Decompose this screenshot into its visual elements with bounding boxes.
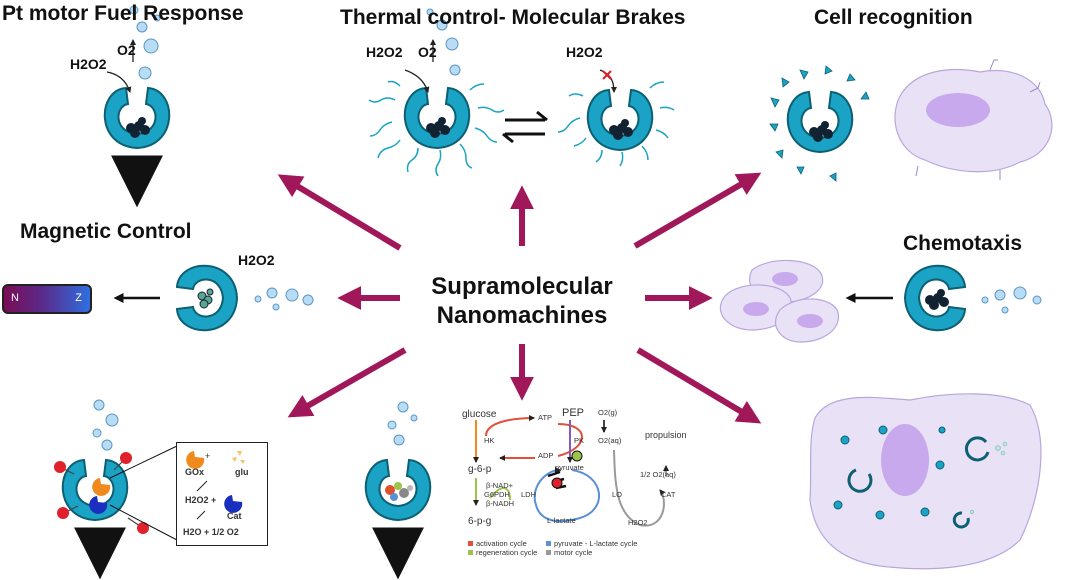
pathway-adp: ADP [538, 451, 554, 460]
cell-recognition-group [769, 59, 1053, 182]
o2-label: O2 [117, 42, 136, 58]
pathway-6pg: 6-p-g [468, 516, 492, 527]
magnetic-group [113, 264, 314, 332]
legend-regeneration: regeneration cycle [476, 548, 538, 557]
pathway-half-o2aq: 1/2 O2(aq) [640, 470, 676, 479]
pathway-pk: PK [574, 436, 585, 445]
inset-glu-label: glu [235, 467, 249, 477]
stomatocyte-motor-icon [786, 91, 854, 153]
pathway-cat: CAT [661, 490, 676, 499]
thermal-group [368, 8, 675, 177]
h2o2-label: H2O2 [70, 56, 107, 72]
magnet-icon: N Z [2, 284, 92, 314]
arrow-to-cell-recognition [633, 172, 762, 249]
magnet-north-label: N [11, 292, 19, 304]
oxygen-bubble-icon [92, 399, 119, 451]
enzyme-icon [89, 478, 111, 514]
cargo-motor-group [364, 401, 432, 580]
legend-pyruvate-lactate: pyruvate - L-lactate cycle [554, 539, 638, 548]
pathway-legend-swatches [468, 541, 551, 555]
pathway-atp: ATP [538, 413, 553, 422]
pathway-propulsion: propulsion [645, 430, 687, 440]
pathway-lo: LO [612, 490, 623, 499]
nucleus-icon [881, 424, 929, 496]
inset-graphics [186, 451, 245, 520]
o2-label: O2 [418, 44, 437, 60]
pathway-o2g: O2(g) [598, 408, 618, 417]
h2o2-label: H2O2 [366, 44, 403, 60]
h2o2-label: H2O2 [566, 44, 603, 60]
stomatocyte-motor-icon [403, 87, 471, 149]
magnet-south-label: Z [75, 292, 82, 304]
pt-motor-group [103, 5, 171, 208]
pathway-ldh: LDH [521, 490, 537, 499]
oxygen-bubble-icon [254, 287, 314, 311]
title-pt-motor: Pt motor Fuel Response [2, 2, 244, 25]
arrow-to-enzyme [287, 347, 407, 418]
oxygen-bubble-icon [981, 286, 1042, 314]
pathway-h2o2: H2O2 [628, 518, 648, 527]
enzyme-cascade-inset: + GOx glu H2O2 + Cat H2O + 1/2 O2 [176, 442, 268, 546]
internalized-motor-icon [833, 425, 946, 520]
pathway-beta-nad-plus: β-NAD+ [486, 481, 514, 490]
chemotaxis-group [719, 259, 1042, 343]
center-title-line2: Nanomachines [436, 302, 608, 329]
title-thermal-control: Thermal control- Molecular Brakes [340, 6, 686, 29]
inset-h2o2-label: H2O2 + [185, 495, 217, 505]
inset-cat-label: Cat [227, 511, 242, 521]
center-title-line1: Supramolecular [431, 273, 613, 300]
pathway-pep: PEP [562, 407, 585, 419]
title-chemotaxis: Chemotaxis [903, 232, 1023, 255]
pathway-hk: HK [484, 436, 495, 445]
blocked-icon [602, 70, 612, 80]
pathway-o2aq: O2(aq) [598, 436, 622, 445]
pathway-graphics [473, 415, 669, 527]
center-title: Supramolecular Nanomachines [392, 272, 652, 330]
inset-gox-label: GOx [185, 467, 205, 477]
inset-plus: + [205, 451, 211, 461]
enzyme-motor-group [54, 399, 178, 580]
platinum-cluster-icon [197, 288, 214, 309]
legend-activation: activation cycle [476, 539, 527, 548]
stomatocyte-motor-icon [103, 87, 171, 149]
arrow-to-pt-motor [277, 174, 402, 251]
enzyme-cargo-icon [385, 482, 413, 501]
cell-icon [809, 393, 1042, 570]
pathway-g6pdh: G6PDH [484, 490, 510, 499]
pathway-l-lactate: L-lactate [547, 516, 576, 525]
h2o2-label: H2O2 [238, 252, 275, 268]
platinum-cluster-icon [925, 289, 949, 310]
equilibrium-arrows-icon [502, 110, 548, 144]
pathway-pyruvate: pyruvate [555, 463, 584, 472]
title-cell-recognition: Cell recognition [814, 6, 973, 29]
nucleus-icon [926, 93, 990, 127]
nucleus-icon [743, 272, 823, 328]
intracellular-group [809, 393, 1042, 570]
title-magnetic-control: Magnetic Control [20, 220, 192, 243]
legend-motor: motor cycle [554, 548, 593, 557]
stomatocyte-motor-icon [586, 89, 654, 151]
inset-product-label: H2O + 1/2 O2 [183, 527, 239, 537]
red-ligand-icon [54, 452, 149, 534]
oxygen-bubble-icon [129, 5, 161, 80]
radiating-arrows [277, 172, 762, 424]
pathway-g6p: g-6-p [468, 464, 492, 475]
oxygen-bubble-icon [387, 401, 418, 446]
arrow-to-intracellular [636, 347, 762, 424]
pathway-glucose: glucose [462, 409, 497, 420]
pathway-beta-nadh: β-NADH [486, 499, 515, 508]
